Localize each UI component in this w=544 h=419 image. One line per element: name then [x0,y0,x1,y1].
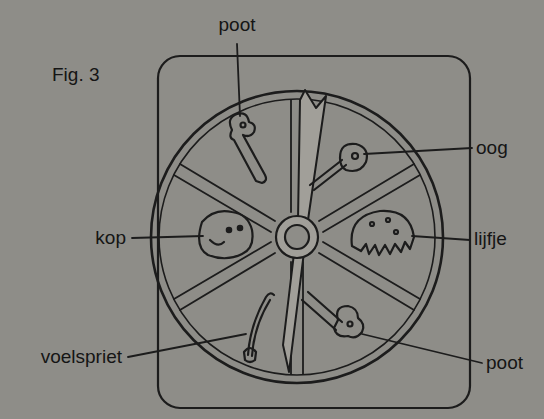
leg-icon [230,113,266,183]
part-label: lijfje [474,228,507,250]
eye-icon [310,144,367,190]
part-label: oog [476,137,508,159]
body-icon [352,211,414,255]
spinner-pointer [283,90,326,372]
spinner-housing [158,56,470,408]
leg-icon [302,292,363,337]
dial-inner-rim [159,99,435,375]
sector-dividers [174,100,420,374]
part-label: voelspriet [41,346,122,368]
leader-lines [128,44,482,363]
head-icon [199,211,252,258]
part-label: poot [486,352,523,374]
pointer-hub [276,216,318,258]
part-label: kop [95,227,126,249]
pointer-hub-inner [285,225,309,249]
antenna-icon [244,293,274,362]
part-label: poot [219,14,256,36]
figure-title: Fig. 3 [52,64,100,86]
